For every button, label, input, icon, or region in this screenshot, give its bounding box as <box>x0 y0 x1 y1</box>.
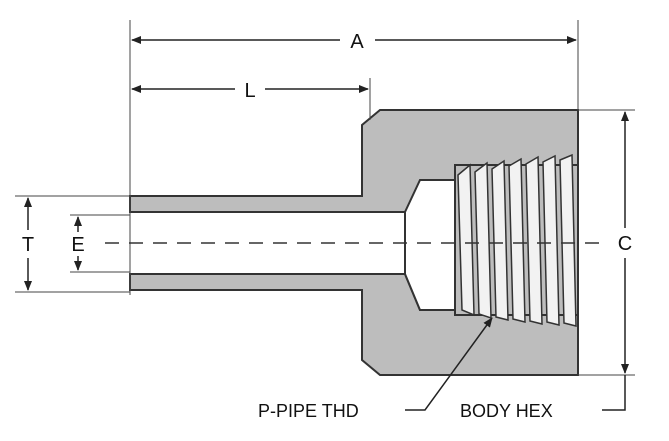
dimension-c: C <box>618 111 632 374</box>
label-c: C <box>618 233 632 255</box>
dimension-l: L <box>131 80 369 102</box>
label-body-hex: BODY HEX <box>460 401 553 421</box>
pipe-threads <box>454 153 579 327</box>
dimension-e: E <box>71 216 85 271</box>
dimension-a: A <box>131 31 577 53</box>
label-t: T <box>22 234 34 256</box>
callout-pipe-thread: P-PIPE THD <box>258 317 493 421</box>
label-l: L <box>244 80 255 102</box>
dimension-t: T <box>22 197 34 291</box>
label-e: E <box>71 234 84 256</box>
extension-lines <box>15 20 635 376</box>
label-pipe-thread: P-PIPE THD <box>258 401 359 421</box>
label-a: A <box>350 31 364 53</box>
bore-cavity <box>404 179 456 311</box>
callout-body-hex: BODY HEX <box>460 375 626 421</box>
